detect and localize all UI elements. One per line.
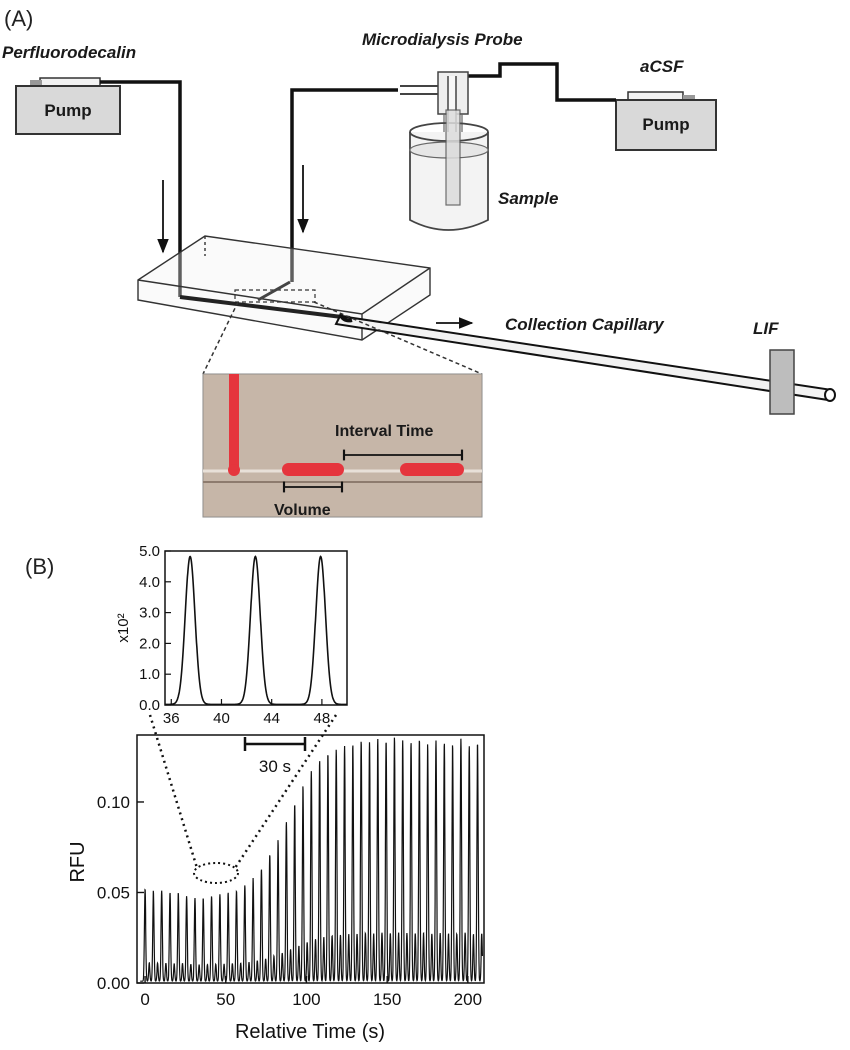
- main-ytick-label: 0.00: [97, 974, 130, 993]
- panel-a: (A) Pump Perfluorodecalin Pump aCSF: [2, 6, 836, 519]
- droplet-photo-inset: Interval Time Volume: [202, 373, 483, 519]
- inset-ytick-label: 2.0: [139, 635, 160, 652]
- inset-ylabel: x10²: [115, 613, 132, 642]
- inset-xtick-label: 40: [213, 710, 230, 727]
- acsf-label: aCSF: [640, 57, 684, 76]
- right-pump: Pump: [615, 91, 717, 151]
- capillary-label: Collection Capillary: [505, 315, 665, 334]
- main-ytick-label: 0.05: [97, 883, 130, 902]
- inset-ytick-label: 0.0: [139, 697, 160, 714]
- main-trace: [140, 737, 483, 983]
- inlet-channel-droplet: [229, 374, 239, 470]
- main-ytick-label: 0.10: [97, 793, 130, 812]
- sample-beaker: [409, 109, 489, 231]
- inset-xtick-label: 48: [314, 710, 331, 727]
- main-chart: 0.00 0.05 0.10 0 50 100 150 200 RFU Relative T…: [67, 714, 485, 1043]
- scale-bar: 30 s: [243, 737, 307, 776]
- inset-ytick-label: 4.0: [139, 574, 160, 591]
- inset-ytick-label: 3.0: [139, 605, 160, 622]
- main-xtick-label: 200: [454, 990, 482, 1009]
- left-pump-label: Pump: [44, 101, 91, 120]
- perfluorodecalin-label: Perfluorodecalin: [2, 43, 136, 62]
- sample-label: Sample: [498, 189, 558, 208]
- inset-ytick-label: 5.0: [139, 543, 160, 560]
- panel-b-label: (B): [25, 554, 54, 579]
- panel-b: (B) 0.0 1.0 2.0 3.0 4.0 5.0 36 40 44 48 x10² 0.0…: [25, 543, 485, 1043]
- zoom-line-right: [233, 714, 338, 869]
- zoom-lines: [202, 301, 483, 375]
- interval-time-label: Interval Time: [335, 423, 434, 440]
- inset-chart: 0.0 1.0 2.0 3.0 4.0 5.0 36 40 44 48 x10²: [115, 543, 348, 727]
- inset-xtick-label: 44: [263, 710, 280, 727]
- probe-label: Microdialysis Probe: [362, 30, 523, 49]
- scale-bar-label: 30 s: [259, 757, 291, 776]
- inset-xtick-label: 36: [163, 710, 180, 727]
- droplet-2: [400, 463, 464, 476]
- panel-a-label: (A): [4, 6, 33, 31]
- left-pump: Pump: [15, 77, 121, 135]
- zoom-region-ellipse: [193, 862, 239, 884]
- main-xtick-label: 50: [216, 990, 235, 1009]
- main-xtick-label: 100: [292, 990, 320, 1009]
- droplet-1: [282, 463, 344, 476]
- volume-label: Volume: [274, 502, 331, 519]
- zoom-line-left: [148, 714, 199, 869]
- right-pump-label: Pump: [642, 115, 689, 134]
- main-xtick-label: 150: [373, 990, 401, 1009]
- main-xtick-label: 0: [140, 990, 149, 1009]
- tubing: [100, 62, 616, 297]
- microfluidic-chip: [137, 235, 431, 341]
- inset-trace: [165, 555, 347, 706]
- main-xlabel: Relative Time (s): [235, 1021, 385, 1043]
- lif-label: LIF: [753, 319, 779, 338]
- inset-ytick-label: 1.0: [139, 666, 160, 683]
- collection-capillary: [334, 313, 836, 402]
- main-ylabel: RFU: [67, 841, 89, 882]
- lif-detector: [769, 349, 795, 415]
